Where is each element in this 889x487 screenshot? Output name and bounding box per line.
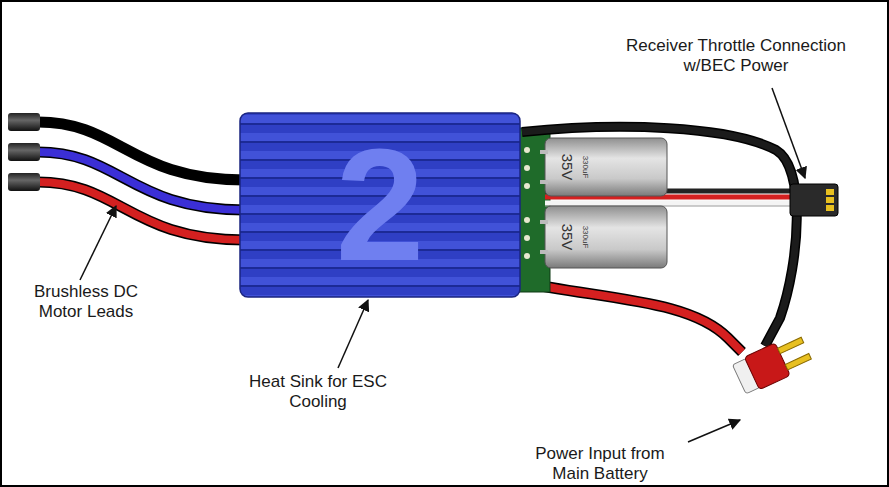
deans-connector [732,332,814,396]
capacitor-rating: 35V [560,224,575,251]
callout-label: Heat Sink for ESC Cooling [236,372,401,412]
capacitor-value: 330uF [581,226,589,249]
battery-black-wire [522,127,797,346]
leader-arrows [80,88,805,442]
battery-red-wire [520,282,742,352]
heat-sink [240,113,520,297]
bullet-connectors [8,113,40,191]
capacitor-rating: 35V [560,154,575,181]
callout-label: Receiver Throttle Connection w/BEC Power [616,36,856,76]
logo-mark: 2 [336,125,425,285]
pcb-pads [524,147,530,259]
callout-label: Brushless DC Motor Leads [24,282,149,322]
capacitor-value: 330uF [581,156,589,179]
motor-leads [38,122,245,240]
servo-plug [790,184,838,216]
battery-red-wire-core [520,282,742,352]
capacitors [540,138,667,268]
callout-label: Power Input from Main Battery [525,444,675,484]
battery-black-wire-core [522,127,797,346]
